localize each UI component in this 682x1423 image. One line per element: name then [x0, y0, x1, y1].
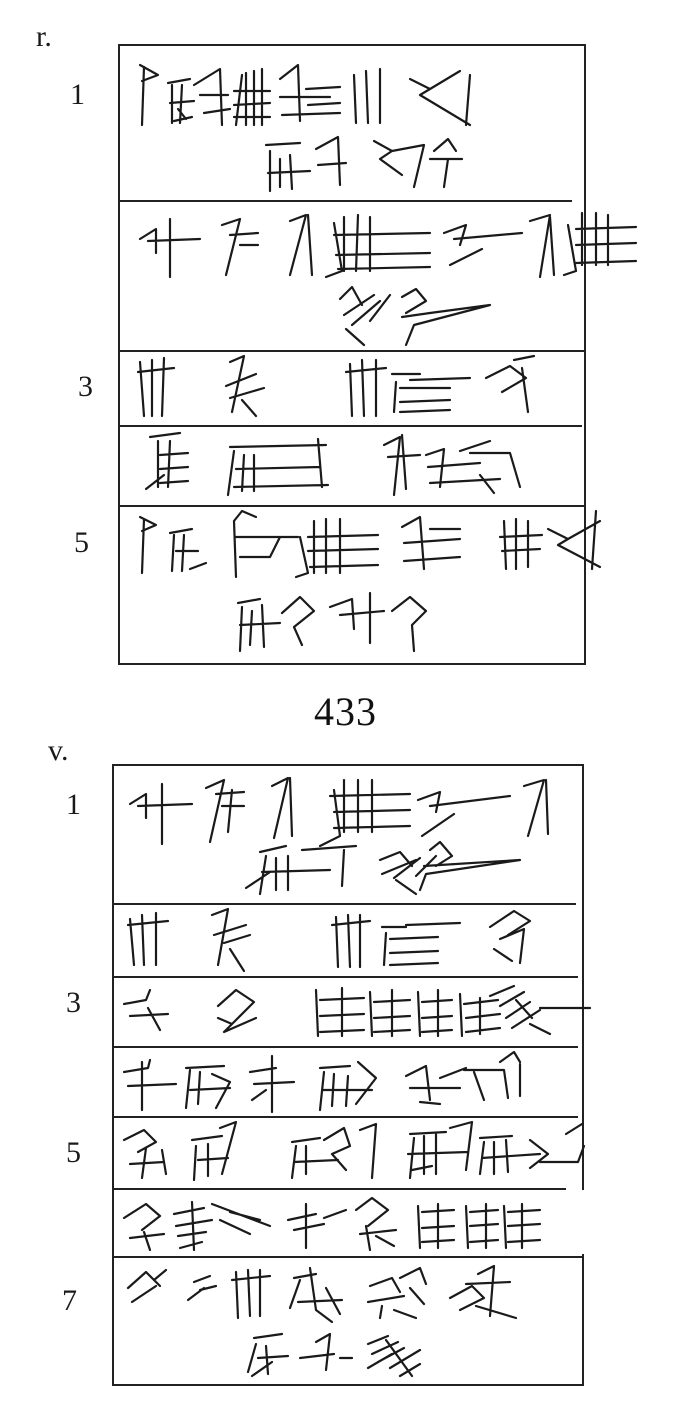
reverse-cuneiform-line-5 — [122, 1120, 586, 1182]
obverse-cuneiform-line-1 — [138, 63, 472, 193]
reverse-line-number-1: 1 — [66, 788, 81, 821]
obverse-line-divider — [120, 425, 582, 427]
obverse-cuneiform-line-2 — [138, 211, 638, 347]
reverse-cuneiform-line-3 — [122, 984, 592, 1038]
reverse-line-number-5: 5 — [66, 1136, 81, 1169]
page-number: 433 — [314, 689, 377, 734]
reverse-line-divider — [114, 976, 578, 978]
obverse-line-number-1: 1 — [70, 78, 85, 111]
obverse-line-number-5: 5 — [74, 526, 89, 559]
margin-mark — [14, 820, 34, 1320]
reverse-line-divider — [114, 1256, 582, 1258]
reverse-cuneiform-line-6 — [122, 1196, 542, 1252]
obverse-line-number-3: 3 — [78, 370, 93, 403]
obverse-line-divider — [120, 350, 584, 352]
reverse-line-divider — [114, 1046, 578, 1048]
obverse-cuneiform-line-3 — [136, 354, 536, 418]
obverse-line-divider — [120, 200, 572, 202]
obverse-cuneiform-line-4 — [144, 431, 522, 497]
reverse-cuneiform-line-4 — [122, 1050, 522, 1114]
obverse-side-mark: r. — [36, 20, 52, 53]
obverse-tablet-frame — [118, 44, 586, 665]
reverse-line-divider — [114, 903, 576, 905]
reverse-line-divider — [114, 1116, 578, 1118]
reverse-line-number-3: 3 — [66, 986, 81, 1019]
reverse-cuneiform-line-2 — [126, 907, 532, 973]
reverse-cuneiform-line-1 — [128, 776, 550, 896]
reverse-tablet-frame — [112, 764, 584, 1386]
reverse-cuneiform-line-7 — [126, 1264, 518, 1378]
reverse-side-mark: v. — [48, 734, 69, 767]
reverse-line-divider — [114, 1188, 566, 1190]
obverse-line-divider — [120, 505, 584, 507]
reverse-line-number-7: 7 — [62, 1284, 77, 1317]
reverse-frame-gap — [560, 1190, 584, 1254]
obverse-cuneiform-line-5 — [138, 509, 602, 653]
